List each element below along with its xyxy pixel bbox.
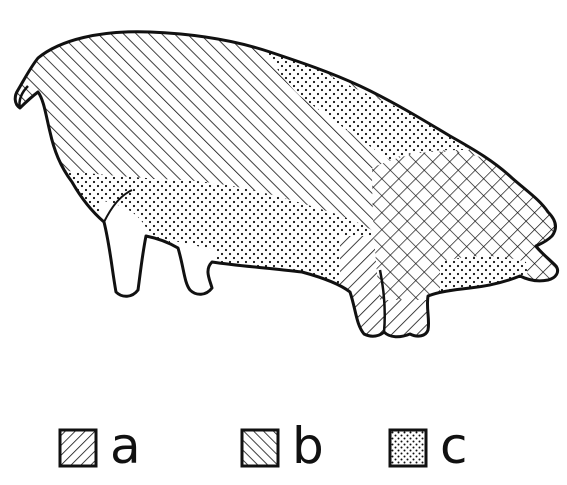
legend-label-a: a xyxy=(110,418,141,474)
legend-swatch-c xyxy=(388,428,428,468)
legend-label-b: b xyxy=(292,418,324,474)
legend-swatch-b xyxy=(240,428,280,468)
legend-label-c: c xyxy=(440,418,468,474)
legend-swatch-a xyxy=(58,428,98,468)
